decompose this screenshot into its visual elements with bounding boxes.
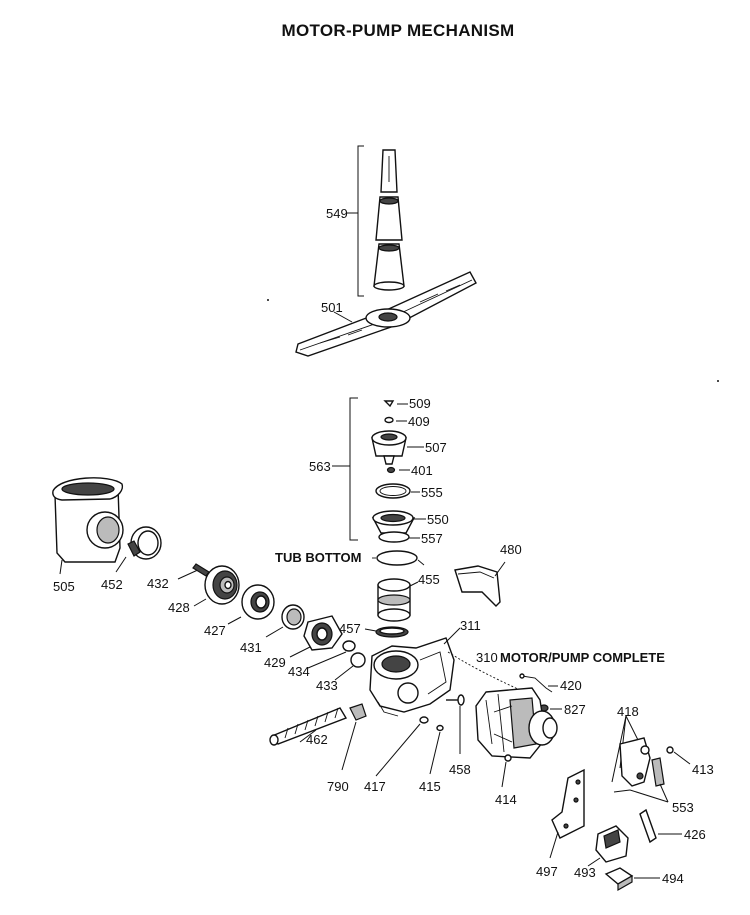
part-414-nut xyxy=(501,754,512,788)
label-549: 549 xyxy=(326,206,348,221)
part-427-cover xyxy=(227,584,275,625)
label-455: 455 xyxy=(418,572,440,587)
part-432-pin xyxy=(177,563,210,580)
tub-bottom-ring xyxy=(372,550,425,566)
label-427: 427 xyxy=(204,623,226,638)
diagram-title: MOTOR-PUMP MECHANISM xyxy=(282,21,515,40)
part-434-seal xyxy=(307,640,366,669)
label-462: 462 xyxy=(306,732,328,747)
part-501-spray-arm xyxy=(295,271,477,357)
label-452: 452 xyxy=(101,577,123,592)
label-509: 509 xyxy=(409,396,431,411)
label-414: 414 xyxy=(495,792,517,807)
part-431-ring xyxy=(265,604,305,638)
label-827: 827 xyxy=(564,702,586,717)
part-549-spray-tube xyxy=(346,145,405,297)
part-480-shroud xyxy=(454,561,506,607)
label-480: 480 xyxy=(500,542,522,557)
part-457-clamp xyxy=(364,626,409,638)
stray-mark xyxy=(267,299,269,301)
label-457: 457 xyxy=(339,621,361,636)
part-413-spring xyxy=(651,746,691,787)
label-432: 432 xyxy=(147,576,169,591)
label-401: 401 xyxy=(411,463,433,478)
part-494-block xyxy=(604,867,660,892)
label-501: 501 xyxy=(321,300,343,315)
part-509-screw xyxy=(383,400,408,408)
part-418-bracket xyxy=(611,715,651,787)
part-455-pump-housing xyxy=(377,578,419,622)
part-311-pump-base xyxy=(369,627,461,717)
label-311: 311 xyxy=(460,618,481,633)
part-426-pin xyxy=(639,808,682,844)
label-497: 497 xyxy=(536,864,558,879)
bracket-563 xyxy=(349,397,358,541)
label-tub-bottom: TUB BOTTOM xyxy=(275,550,361,565)
part-790-spring xyxy=(341,703,367,771)
label-431: 431 xyxy=(240,640,262,655)
label-790: 790 xyxy=(327,779,349,794)
label-494: 494 xyxy=(662,871,684,886)
label-418: 418 xyxy=(617,704,639,719)
part-493-switch xyxy=(587,825,629,867)
part-429-pump-cover xyxy=(289,615,343,658)
stray-mark xyxy=(717,380,719,382)
part-415-washer xyxy=(429,724,444,775)
label-458: 458 xyxy=(449,762,471,777)
label-415: 415 xyxy=(419,779,441,794)
label-429: 429 xyxy=(264,655,286,670)
part-401-washer xyxy=(386,466,410,474)
label-420: 420 xyxy=(560,678,582,693)
part-555-ring xyxy=(375,483,420,499)
part-505-inlet-housing xyxy=(52,477,124,575)
label-409: 409 xyxy=(408,414,430,429)
part-557-gasket xyxy=(378,531,420,543)
part-417-washer xyxy=(375,716,429,777)
part-428-impeller xyxy=(193,565,240,607)
label-426: 426 xyxy=(684,827,706,842)
label-563: 563 xyxy=(309,459,331,474)
label-555: 555 xyxy=(421,485,443,500)
label-507: 507 xyxy=(425,440,447,455)
label-417: 417 xyxy=(364,779,386,794)
part-553-pin xyxy=(613,783,669,803)
part-550-cup xyxy=(371,510,426,534)
part-420-wire xyxy=(519,673,558,693)
label-553: 553 xyxy=(672,800,694,815)
label-motor-pump-complete: MOTOR/PUMP COMPLETE xyxy=(500,650,665,665)
part-507-hub xyxy=(371,430,424,465)
part-497-mount-bracket xyxy=(549,768,585,859)
part-motor xyxy=(475,687,558,759)
label-550: 550 xyxy=(427,512,449,527)
part-409-washer xyxy=(384,416,407,424)
part-827-clip xyxy=(539,704,562,712)
label-493: 493 xyxy=(574,865,596,880)
part-458-screw xyxy=(446,694,465,754)
label-433: 433 xyxy=(316,678,338,693)
label-413: 413 xyxy=(692,762,714,777)
label-428: 428 xyxy=(168,600,190,615)
label-557: 557 xyxy=(421,531,443,546)
part-452-hose-clamp xyxy=(115,526,162,573)
label-310: 310 xyxy=(476,650,498,665)
label-505: 505 xyxy=(53,579,75,594)
part-462-auger xyxy=(269,707,348,746)
label-434: 434 xyxy=(288,664,310,679)
